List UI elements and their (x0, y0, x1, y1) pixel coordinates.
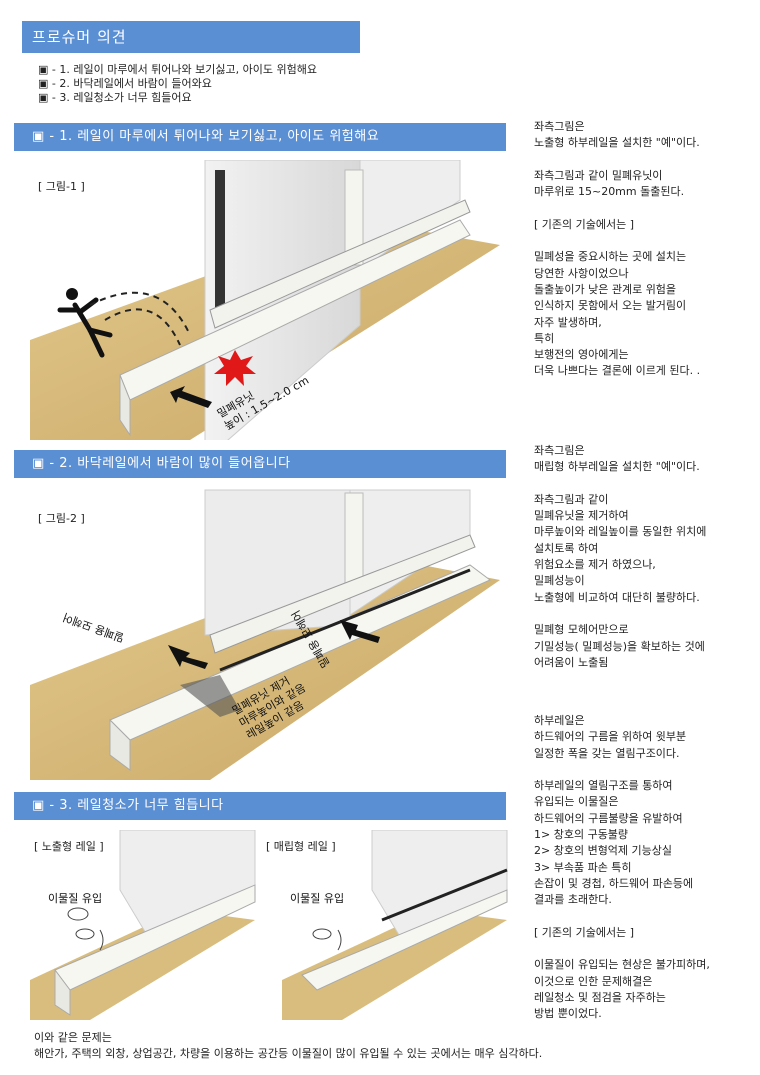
leaf-icon (312, 928, 332, 940)
hinge (344, 492, 364, 584)
figure-3-right-illustration: 이물질 유입 (282, 830, 508, 1020)
impact-icon (214, 350, 256, 386)
arrow-icon (168, 645, 208, 669)
figure-2-illustration: 밀폐용 모헤어 밀폐용 모헤어 밀폐유닛 제거 마루높이와 같음 레일높이 같음 (30, 489, 500, 780)
figure-3-right-label: [ 매립형 레일 ] (266, 840, 336, 853)
arrow-icon (180, 675, 240, 717)
figure-2-label: [ 그림-2 ] (38, 512, 85, 525)
figure-3-left-label: [ 노출형 레일 ] (34, 840, 104, 853)
section-2-heading: ▣ - 2. 바닥레일에서 바람이 많이 들어옵니다 (14, 450, 506, 478)
rail-unit (301, 889, 508, 991)
wood-floor (282, 910, 507, 1020)
issue-3: ▣ - 3. 레일청소가 너무 힘들어요 (38, 91, 192, 104)
bottom-text: 이와 같은 문제는 해안가, 주택의 외창, 상업공간, 차량을 이용하는 공간… (34, 1031, 543, 1060)
section-1-heading: ▣ - 1. 레일이 마루에서 튀어나와 보기싫고, 아이도 위험해요 (14, 123, 506, 151)
issue-2: ▣ - 2. 바닥레일에서 바람이 들어와요 (38, 77, 212, 90)
issue-1: ▣ - 1. 레일이 마루에서 튀어나와 보기싫고, 아이도 위험해요 (38, 63, 317, 76)
arrow-icon (170, 386, 212, 408)
figure-3-left-illustration: 이물질 유입 (30, 830, 256, 1020)
figure-1-illustration: 밀폐유닛 높이 : 1.5~2.0 cm (30, 160, 500, 440)
wood-floor (30, 910, 255, 1020)
fig3-left-label: 이물질 유입 (48, 892, 102, 905)
leaf-icon (75, 928, 95, 940)
fig3-right-label: 이물질 유입 (290, 892, 344, 905)
arrow-icon (340, 620, 380, 643)
fig2-weather-left: 밀폐용 모헤어 (61, 610, 126, 644)
section-3-heading: ▣ - 3. 레일청소가 너무 힘듭니다 (14, 792, 506, 820)
falling-child-icon (57, 288, 113, 358)
leaf-icon (67, 907, 89, 921)
figure-1-label: [ 그림-1 ] (38, 180, 85, 193)
page-title: 프로슈머 의견 (22, 21, 360, 53)
